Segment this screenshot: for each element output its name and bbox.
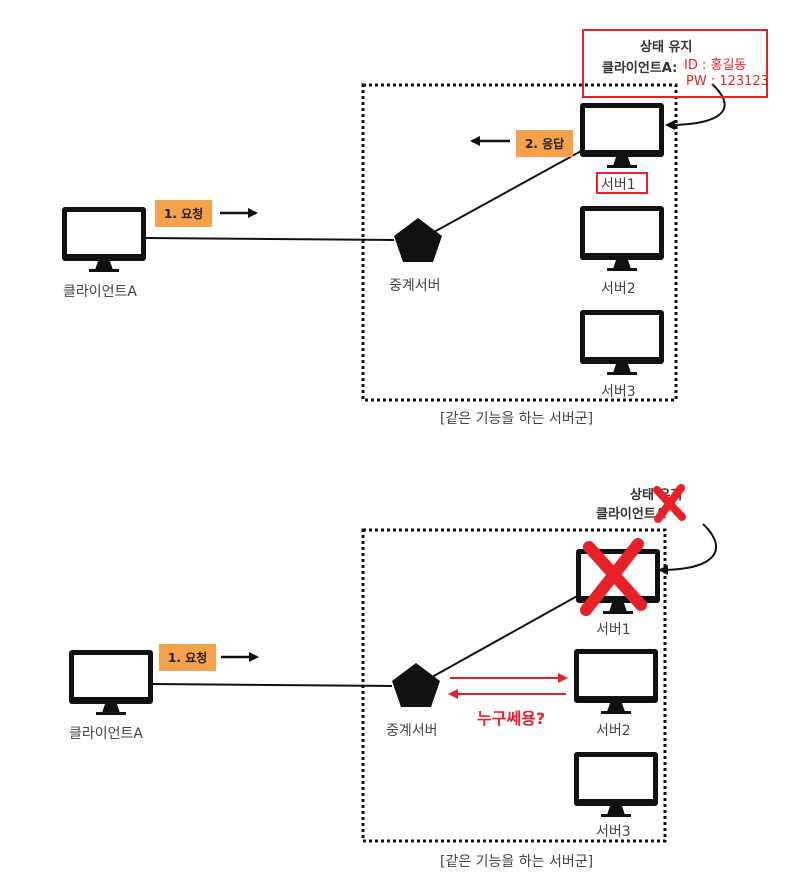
- server2-monitor: [580, 206, 664, 271]
- client-a-monitor: [62, 207, 146, 272]
- client-a-label: 클라이언트A: [69, 726, 143, 742]
- server-group-label: [같은 기능을 하는 서버군]: [440, 411, 594, 427]
- request-label: 1. 요청: [155, 200, 213, 227]
- server3-label: 서버3: [601, 384, 636, 400]
- server-group-label: [같은 기능을 하는 서버군]: [440, 854, 594, 870]
- server2-label: 서버2: [596, 723, 631, 739]
- state-client: 클라이언트A: [596, 507, 666, 522]
- client-a-monitor: [69, 650, 153, 715]
- state-id: ID : 홍길동: [684, 58, 747, 73]
- state-link-arrow: [658, 523, 717, 575]
- server1-label: 서버1: [596, 622, 631, 638]
- server2-label: 서버2: [601, 281, 636, 297]
- question-label: 누구쎄용?: [477, 709, 546, 728]
- server2-monitor: [574, 649, 658, 714]
- state-title: 상태 유지: [640, 40, 693, 55]
- state-link-arrow: [665, 83, 726, 130]
- state-client: 클라이언트A:: [602, 61, 678, 76]
- server-down-x-icon: [580, 538, 647, 616]
- proxy-server-label: 중계서버: [386, 723, 438, 739]
- client-proxy-link: [145, 237, 395, 241]
- state-info-box: [582, 29, 768, 98]
- proxy-server1-link: [431, 594, 580, 678]
- server3-monitor: [580, 310, 664, 375]
- server-group-box: [361, 83, 678, 402]
- server1-highlight-box: [596, 172, 648, 194]
- response-label: 2. 응답: [516, 130, 574, 157]
- client-a-label: 클라이언트A: [63, 284, 137, 300]
- server1-monitor: [580, 103, 664, 168]
- state-title: 상태 유지: [630, 488, 683, 503]
- proxy-server-pentagon: [392, 663, 440, 707]
- server1-label: 서버1: [601, 177, 636, 193]
- request-label: 1. 요청: [159, 644, 217, 671]
- client-proxy-link: [152, 683, 393, 687]
- server3-monitor: [574, 752, 658, 817]
- proxy-server-pentagon: [394, 218, 442, 262]
- proxy-server1-link: [433, 149, 584, 233]
- server3-label: 서버3: [596, 824, 631, 840]
- state-pw: PW : 123123: [686, 74, 769, 89]
- proxy-server-label: 중계서버: [389, 278, 441, 294]
